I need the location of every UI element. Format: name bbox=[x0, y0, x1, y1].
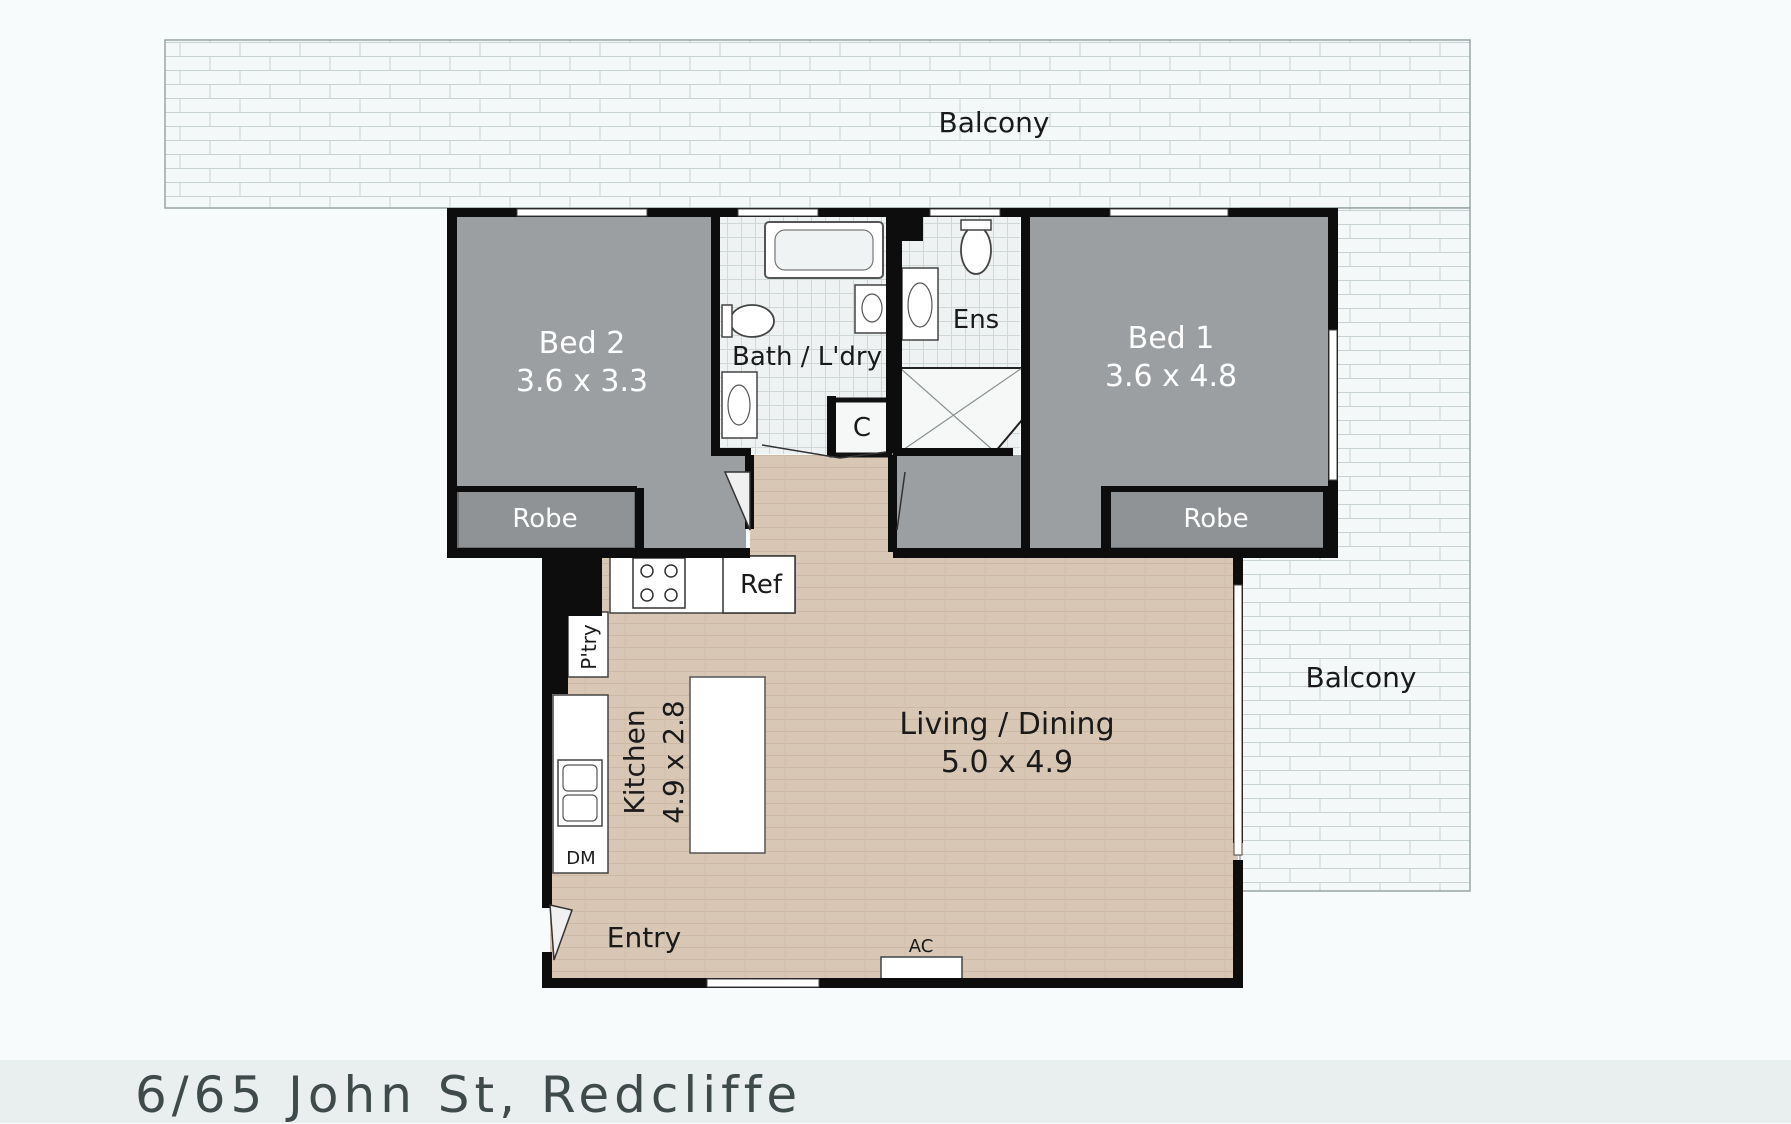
balcony-top-label: Balcony bbox=[939, 106, 1050, 139]
bed2-size: 3.6 x 3.3 bbox=[516, 364, 648, 399]
bed1-size: 3.6 x 4.8 bbox=[1105, 359, 1237, 394]
kitchen-size: 4.9 x 2.8 bbox=[657, 700, 690, 823]
ensuite-toilet bbox=[960, 225, 992, 275]
robe-left-label: Robe bbox=[512, 504, 577, 534]
dishwasher-label: DM bbox=[566, 848, 595, 869]
aircon-unit bbox=[880, 956, 963, 982]
floor-plan: Balcony Balcony Bed 2 3.6 x 3.3 Bed 1 3.… bbox=[164, 39, 1471, 988]
walls bbox=[447, 208, 1338, 988]
ensuite-label: Ens bbox=[953, 305, 999, 335]
kitchen-name: Kitchen bbox=[618, 709, 651, 814]
cupboard-label: C bbox=[853, 413, 871, 443]
fridge-label: Ref bbox=[740, 570, 783, 600]
balcony-side-label: Balcony bbox=[1306, 661, 1417, 694]
property-address: 6/65 John St, Redcliffe bbox=[135, 1066, 803, 1124]
living-name: Living / Dining bbox=[899, 707, 1114, 742]
balcony-top-area bbox=[164, 39, 1471, 209]
bed1-name: Bed 1 bbox=[1128, 321, 1215, 356]
living-size: 5.0 x 4.9 bbox=[941, 745, 1073, 780]
kitchen-island bbox=[689, 676, 766, 854]
fridge-area bbox=[722, 555, 796, 614]
bath-label: Bath / L'dry bbox=[732, 342, 882, 372]
cooktop bbox=[632, 557, 686, 609]
robe-right-label: Robe bbox=[1183, 504, 1248, 534]
doors bbox=[549, 444, 906, 961]
bath-toilet bbox=[729, 304, 775, 338]
pantry-label: P'try bbox=[577, 624, 601, 670]
hall-ensuite-floor bbox=[895, 455, 1025, 552]
bed2-name: Bed 2 bbox=[539, 326, 626, 361]
aircon-label: AC bbox=[909, 936, 934, 957]
entry-label: Entry bbox=[607, 921, 682, 954]
windows bbox=[516, 208, 1338, 988]
pantry-area bbox=[567, 611, 609, 678]
footer-bar bbox=[0, 1060, 1791, 1123]
